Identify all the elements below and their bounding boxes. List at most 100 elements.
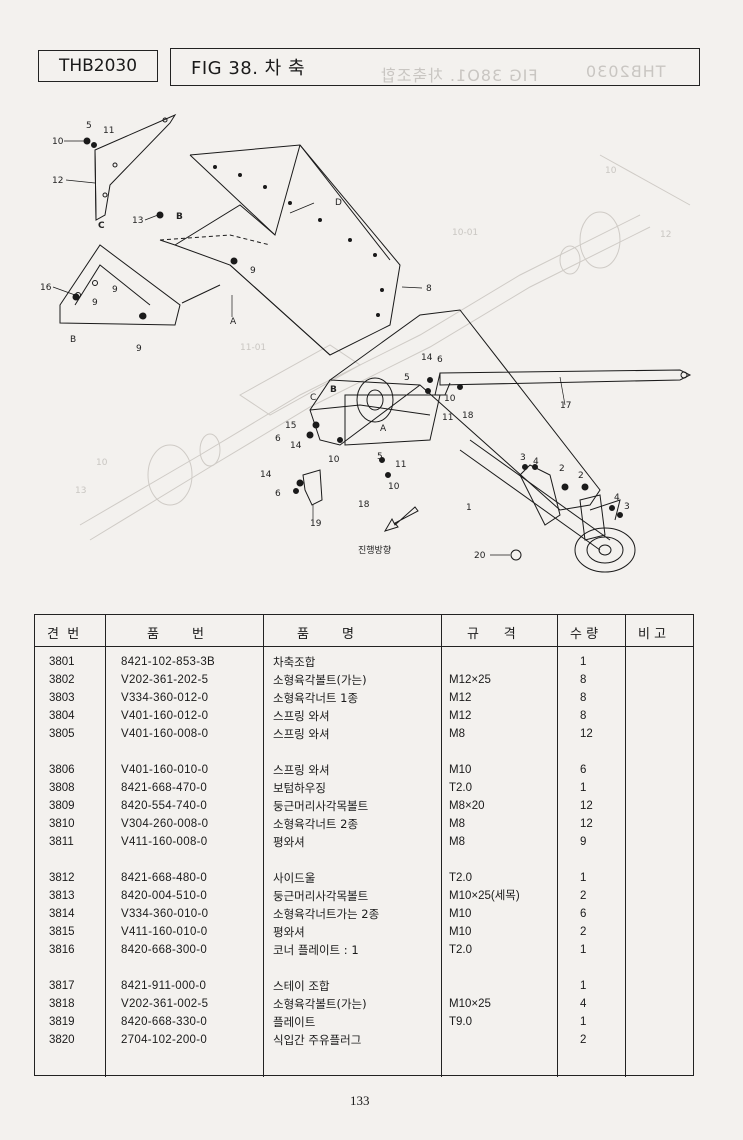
model-code: THB2030 (58, 56, 138, 76)
figure-title-box: FIG 38. 차 축 (170, 48, 700, 86)
callout-C: C (98, 221, 105, 231)
cell-name: 차축조합 (273, 655, 316, 669)
callout-20: 20 (474, 551, 486, 561)
cell-name: 스프링 와셔 (273, 709, 330, 723)
callout-11: 11 (442, 413, 453, 423)
callout-labels: 10 5 11 12 C 13 B D 9 8 16 9 9 A B 9 14 … (40, 121, 630, 561)
callout-6: 6 (275, 434, 281, 444)
header-spec: 규 격 (467, 627, 516, 642)
callout-B: B (70, 335, 76, 345)
cell-qty: 1 (580, 656, 587, 668)
header-no: 견 번 (47, 627, 80, 642)
cell-part-no: 8421-668-470-0 (121, 782, 208, 794)
cell-part-no: 8420-668-330-0 (121, 1016, 208, 1028)
header-part-no: 품 번 (147, 627, 204, 642)
cell-part-no: V411-160-010-0 (121, 926, 208, 938)
cell-part-no: 8421-668-480-0 (121, 872, 208, 884)
callout-5: 5 (404, 373, 410, 383)
cell-part-no: V202-361-202-5 (121, 674, 209, 686)
callout-9: 9 (136, 344, 142, 354)
cell-spec: T2.0 (449, 782, 473, 794)
table-header-row: 견 번 품 번 품 명 규 격 수 량 비 고 (35, 615, 693, 647)
cell-part-no: 8421-102-853-3B (121, 656, 216, 668)
cell-name: 둥근머리사각목볼트 (273, 889, 369, 903)
cell-spec: M12 (449, 710, 472, 722)
cell-name: 평와셔 (273, 835, 305, 849)
cell-name: 평와셔 (273, 925, 305, 939)
cell-part-no: V202-361-002-5 (121, 998, 209, 1010)
cell-name: 소형육각너트 2종 (273, 817, 359, 831)
callout-4: 4 (533, 457, 539, 467)
cell-part-no: V401-160-010-0 (121, 764, 209, 776)
cell-qty: 1 (580, 782, 587, 794)
callout-14: 14 (260, 470, 272, 480)
callout-6: 6 (437, 355, 443, 365)
cell-no: 3809 (49, 800, 75, 812)
bleed-label: 11-01 (240, 343, 266, 353)
cell-name: 코너 플레이트 : 1 (273, 943, 359, 957)
column-divider (625, 615, 626, 1077)
model-code-box: THB2030 (38, 50, 158, 82)
callout-D: D (335, 198, 342, 208)
callout-9: 9 (92, 298, 98, 308)
cell-part-no: V401-160-012-0 (121, 710, 209, 722)
direction-label: 진행방향 (358, 544, 391, 556)
cell-no: 3820 (49, 1034, 75, 1046)
cell-qty: 12 (580, 728, 593, 740)
cell-name: 둥근머리사각목볼트 (273, 799, 369, 813)
cell-spec: T2.0 (449, 944, 473, 956)
callout-10: 10 (52, 137, 64, 147)
cell-spec: M10 (449, 926, 472, 938)
cell-no: 3810 (49, 818, 75, 830)
cell-part-no: 8420-554-740-0 (121, 800, 208, 812)
cell-spec: T2.0 (449, 872, 473, 884)
table-row: 3805 V401-160-008-0 스프링 와셔 M8 12 (35, 725, 693, 743)
cell-part-no: V411-160-008-0 (121, 836, 208, 848)
callout-B: B (330, 385, 337, 395)
bleed-through-drawing (79, 154, 691, 541)
wheel-hub (574, 494, 636, 573)
cell-qty: 2 (580, 926, 587, 938)
cell-no: 3801 (49, 656, 75, 668)
header-name: 품 명 (297, 627, 354, 642)
callout-1: 1 (466, 503, 472, 513)
callout-B: B (176, 212, 183, 222)
cell-no: 3805 (49, 728, 75, 740)
cell-spec: M8 (449, 818, 465, 830)
column-divider (263, 615, 264, 1077)
cell-part-no: V334-360-010-0 (121, 908, 209, 920)
callout-12: 12 (52, 176, 63, 186)
bleed-through-model: THB2030 (585, 62, 666, 81)
cell-name: 스프링 와셔 (273, 763, 330, 777)
callout-3: 3 (520, 453, 526, 463)
callout-11: 11 (395, 460, 406, 470)
cell-name: 식입간 주유플러그 (273, 1033, 362, 1047)
cell-no: 3812 (49, 872, 75, 884)
cell-no: 3803 (49, 692, 75, 704)
cell-spec: M12×25 (449, 674, 491, 686)
cell-name: 소형육각볼트(가는) (273, 673, 367, 687)
callout-13: 13 (132, 216, 143, 226)
cell-spec: M8 (449, 836, 465, 848)
cell-no: 3808 (49, 782, 75, 794)
cell-spec: M8 (449, 728, 465, 740)
column-divider (105, 615, 106, 1077)
cell-qty: 1 (580, 944, 587, 956)
bleed-label: 12 (660, 230, 671, 240)
bleed-label: 10-01 (452, 228, 478, 238)
cell-name: 스프링 와셔 (273, 727, 330, 741)
callout-19: 19 (310, 519, 322, 529)
cell-spec: T9.0 (449, 1016, 473, 1028)
cell-qty: 1 (580, 980, 587, 992)
leader-lines (52, 140, 566, 556)
exploded-parts-diagram: 10 13 10-01 11-01 10 12 (0, 95, 743, 600)
cell-part-no: V401-160-008-0 (121, 728, 209, 740)
cell-qty: 12 (580, 800, 593, 812)
